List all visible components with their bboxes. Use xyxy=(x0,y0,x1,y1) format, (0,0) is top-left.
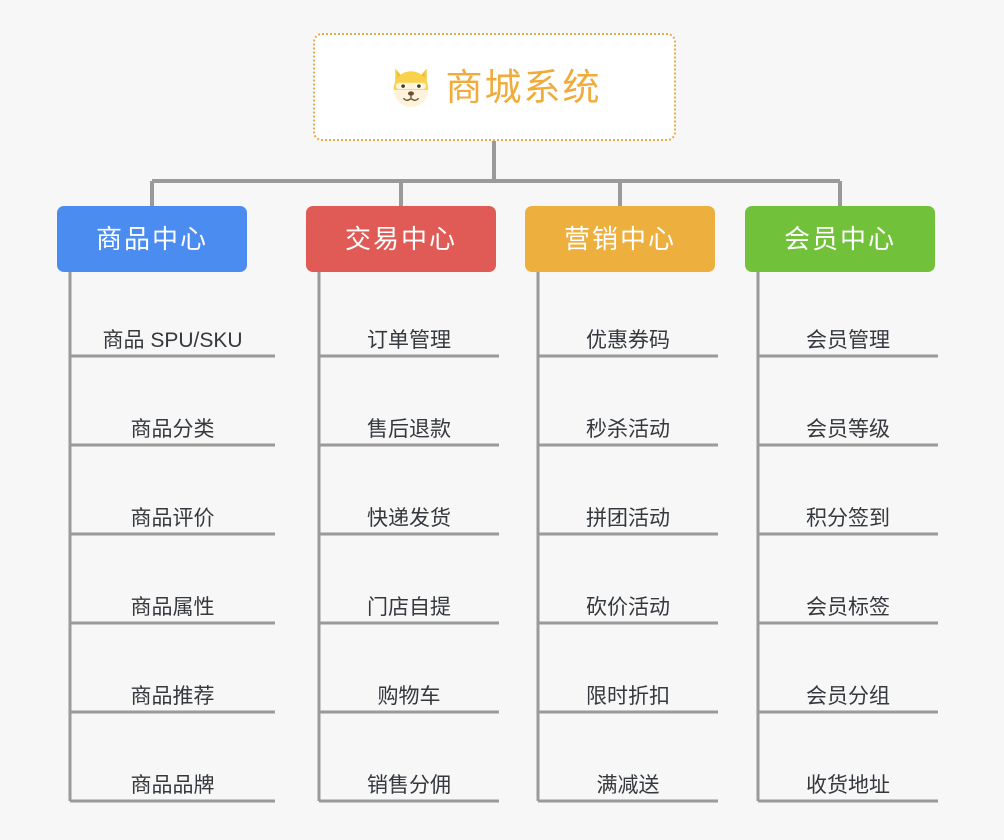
leaf-item-label: 优惠券码 xyxy=(586,328,670,352)
leaf-item[interactable]: 售后退款 xyxy=(319,401,499,445)
leaf-item-label: 售后退款 xyxy=(367,417,451,441)
leaf-item[interactable]: 积分签到 xyxy=(758,490,938,534)
leaf-item-label: 收货地址 xyxy=(806,773,890,797)
leaf-item[interactable]: 限时折扣 xyxy=(538,668,718,712)
leaf-item-label: 门店自提 xyxy=(367,595,451,619)
category-box-3[interactable]: 营销中心 xyxy=(525,206,715,272)
leaf-item-label: 商品分类 xyxy=(130,417,215,441)
leaf-item-label: 商品 SPU/SKU xyxy=(102,328,243,352)
leaf-item-label: 拼团活动 xyxy=(586,506,670,530)
leaf-item-label: 满减送 xyxy=(596,773,660,797)
leaf-item[interactable]: 门店自提 xyxy=(319,579,499,623)
leaf-item[interactable]: 订单管理 xyxy=(319,312,499,356)
leaf-item-label: 秒杀活动 xyxy=(586,417,670,441)
leaf-item-label: 商品品牌 xyxy=(130,773,215,797)
category-box-4[interactable]: 会员中心 xyxy=(745,206,935,272)
category-label: 交易中心 xyxy=(344,224,457,254)
leaf-item[interactable]: 秒杀活动 xyxy=(538,401,718,445)
shiba-dog-face-icon xyxy=(393,68,428,108)
root-title: 商城系统 xyxy=(445,66,602,108)
category-box-1[interactable]: 商品中心 xyxy=(57,206,247,272)
leaf-item[interactable]: 商品分类 xyxy=(70,401,275,445)
leaf-item[interactable]: 商品 SPU/SKU xyxy=(70,312,275,356)
leaf-item[interactable]: 会员标签 xyxy=(758,579,938,623)
leaf-item[interactable]: 购物车 xyxy=(319,668,499,712)
leaf-item[interactable]: 收货地址 xyxy=(758,757,938,801)
leaf-item[interactable]: 会员分组 xyxy=(758,668,938,712)
leaf-item-label: 会员分组 xyxy=(806,684,890,708)
leaf-item-label: 购物车 xyxy=(377,684,441,708)
leaf-item[interactable]: 会员管理 xyxy=(758,312,938,356)
leaf-item[interactable]: 优惠券码 xyxy=(538,312,718,356)
category-label: 会员中心 xyxy=(783,224,896,254)
leaf-item[interactable]: 商品品牌 xyxy=(70,757,275,801)
leaf-item-label: 销售分佣 xyxy=(367,773,451,797)
leaf-item-label: 积分签到 xyxy=(806,506,890,530)
category-box-2[interactable]: 交易中心 xyxy=(306,206,496,272)
leaf-item-label: 商品推荐 xyxy=(130,684,215,708)
leaf-item-label: 会员等级 xyxy=(806,417,890,441)
leaf-item[interactable]: 拼团活动 xyxy=(538,490,718,534)
category-label: 商品中心 xyxy=(95,224,208,254)
root-node[interactable]: 商城系统 xyxy=(313,33,676,141)
leaf-item[interactable]: 商品推荐 xyxy=(70,668,275,712)
leaf-item-label: 订单管理 xyxy=(367,328,451,352)
leaf-item[interactable]: 商品属性 xyxy=(70,579,275,623)
leaf-item-label: 商品评价 xyxy=(130,506,215,530)
category-label: 营销中心 xyxy=(563,224,676,254)
leaf-item-label: 会员管理 xyxy=(806,328,890,352)
leaf-item-label: 会员标签 xyxy=(806,595,890,619)
leaf-item[interactable]: 满减送 xyxy=(538,757,718,801)
leaf-item-label: 商品属性 xyxy=(130,595,215,619)
leaf-item[interactable]: 砍价活动 xyxy=(538,579,718,623)
leaf-item-label: 砍价活动 xyxy=(586,595,670,619)
leaf-item-label: 快递发货 xyxy=(367,506,451,530)
leaf-item[interactable]: 会员等级 xyxy=(758,401,938,445)
leaf-item[interactable]: 快递发货 xyxy=(319,490,499,534)
leaf-item[interactable]: 商品评价 xyxy=(70,490,275,534)
leaf-item[interactable]: 销售分佣 xyxy=(319,757,499,801)
leaf-item-label: 限时折扣 xyxy=(586,684,670,708)
